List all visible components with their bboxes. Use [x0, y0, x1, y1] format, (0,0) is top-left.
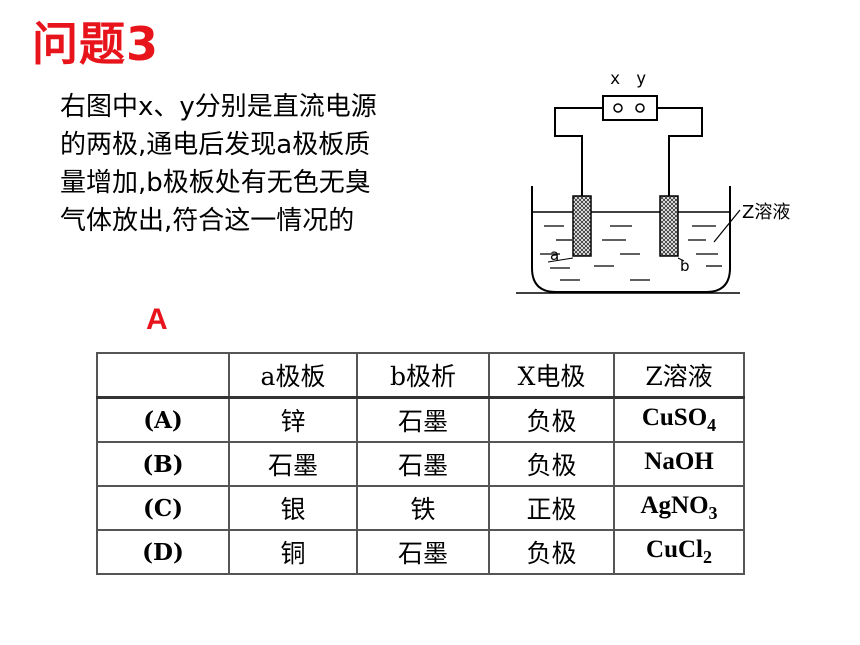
table-row: (A) 锌 石墨 负极 CuSO4	[96, 396, 745, 443]
cell-x: 负极	[488, 529, 615, 575]
label-x: x	[610, 69, 620, 89]
terminal-y-icon	[635, 103, 645, 113]
table-header-row: a极板 b极析 X电极 Z溶液	[96, 352, 745, 399]
question-line: 的两极,通电后发现a极板质	[60, 130, 371, 160]
formula-main: AgNO	[640, 492, 709, 519]
header-empty	[96, 352, 230, 399]
cell-b: 铁	[356, 485, 490, 531]
question-line: 气体放出,符合这一情况的	[60, 206, 355, 236]
formula-subscript: 3	[708, 503, 718, 523]
label-z-pointer	[713, 209, 741, 243]
label-a: a	[550, 246, 559, 264]
cell-z: NaOH	[613, 441, 745, 487]
formula-main: CuSO	[641, 404, 708, 431]
cell-a: 银	[228, 485, 358, 531]
cell-x: 正极	[488, 485, 615, 531]
electrode-a	[572, 195, 592, 257]
table-row: (D) 铜 石墨 负极 CuCl2	[96, 529, 745, 575]
wire-right	[657, 107, 703, 196]
solution-lines	[540, 225, 722, 281]
label-b: b	[680, 257, 690, 275]
header-z-solution: Z溶液	[613, 352, 745, 399]
page-title: 问题3	[32, 17, 160, 71]
cell-z: CuSO4	[613, 396, 745, 443]
cell-z: AgNO3	[613, 485, 745, 531]
question-line: 量增加,b极板处有无色无臭	[60, 168, 371, 198]
electrolysis-diagram: x y a b Z溶液	[516, 69, 790, 294]
row-label: (B)	[96, 441, 230, 487]
cell-b: 石墨	[356, 441, 490, 487]
label-a-underline	[547, 257, 574, 263]
cell-a: 铜	[228, 529, 358, 575]
table-row: (C) 银 铁 正极 AgNO3	[96, 485, 745, 531]
power-supply-box	[602, 95, 658, 121]
options-table: a极板 b极析 X电极 Z溶液 (A) 锌 石墨 负极 CuSO4 (B) 石墨…	[96, 352, 745, 575]
cell-b: 石墨	[356, 529, 490, 575]
question-line: 右图中x、y分别是直流电源	[60, 92, 377, 122]
row-label: (D)	[96, 529, 230, 575]
header-x-electrode: X电极	[488, 352, 615, 399]
formula-main: NaOH	[644, 448, 714, 475]
cell-a: 石墨	[228, 441, 358, 487]
cell-z: CuCl2	[613, 529, 745, 575]
label-z: Z溶液	[742, 202, 790, 223]
wire-left	[554, 107, 603, 196]
label-b-pointer	[677, 257, 685, 262]
formula-subscript: 2	[702, 547, 712, 567]
question-text: 右图中x、y分别是直流电源 的两极,通电后发现a极板质 量增加,b极板处有无色无…	[60, 88, 500, 240]
header-a-plate: a极板	[228, 352, 358, 399]
label-y: y	[636, 69, 646, 89]
terminal-x-icon	[613, 103, 623, 113]
formula-subscript: 4	[707, 415, 717, 435]
cell-a: 锌	[228, 396, 358, 443]
table-row: (B) 石墨 石墨 负极 NaOH	[96, 441, 745, 487]
row-label: (C)	[96, 485, 230, 531]
cell-x: 负极	[488, 396, 615, 443]
electrode-b	[659, 195, 679, 257]
row-label: (A)	[96, 396, 230, 443]
header-b-plate: b极析	[356, 352, 490, 399]
formula-main: CuCl	[646, 536, 703, 563]
cell-b: 石墨	[356, 396, 490, 443]
beaker	[531, 186, 731, 293]
cell-x: 负极	[488, 441, 615, 487]
answer-label: A	[146, 303, 168, 336]
